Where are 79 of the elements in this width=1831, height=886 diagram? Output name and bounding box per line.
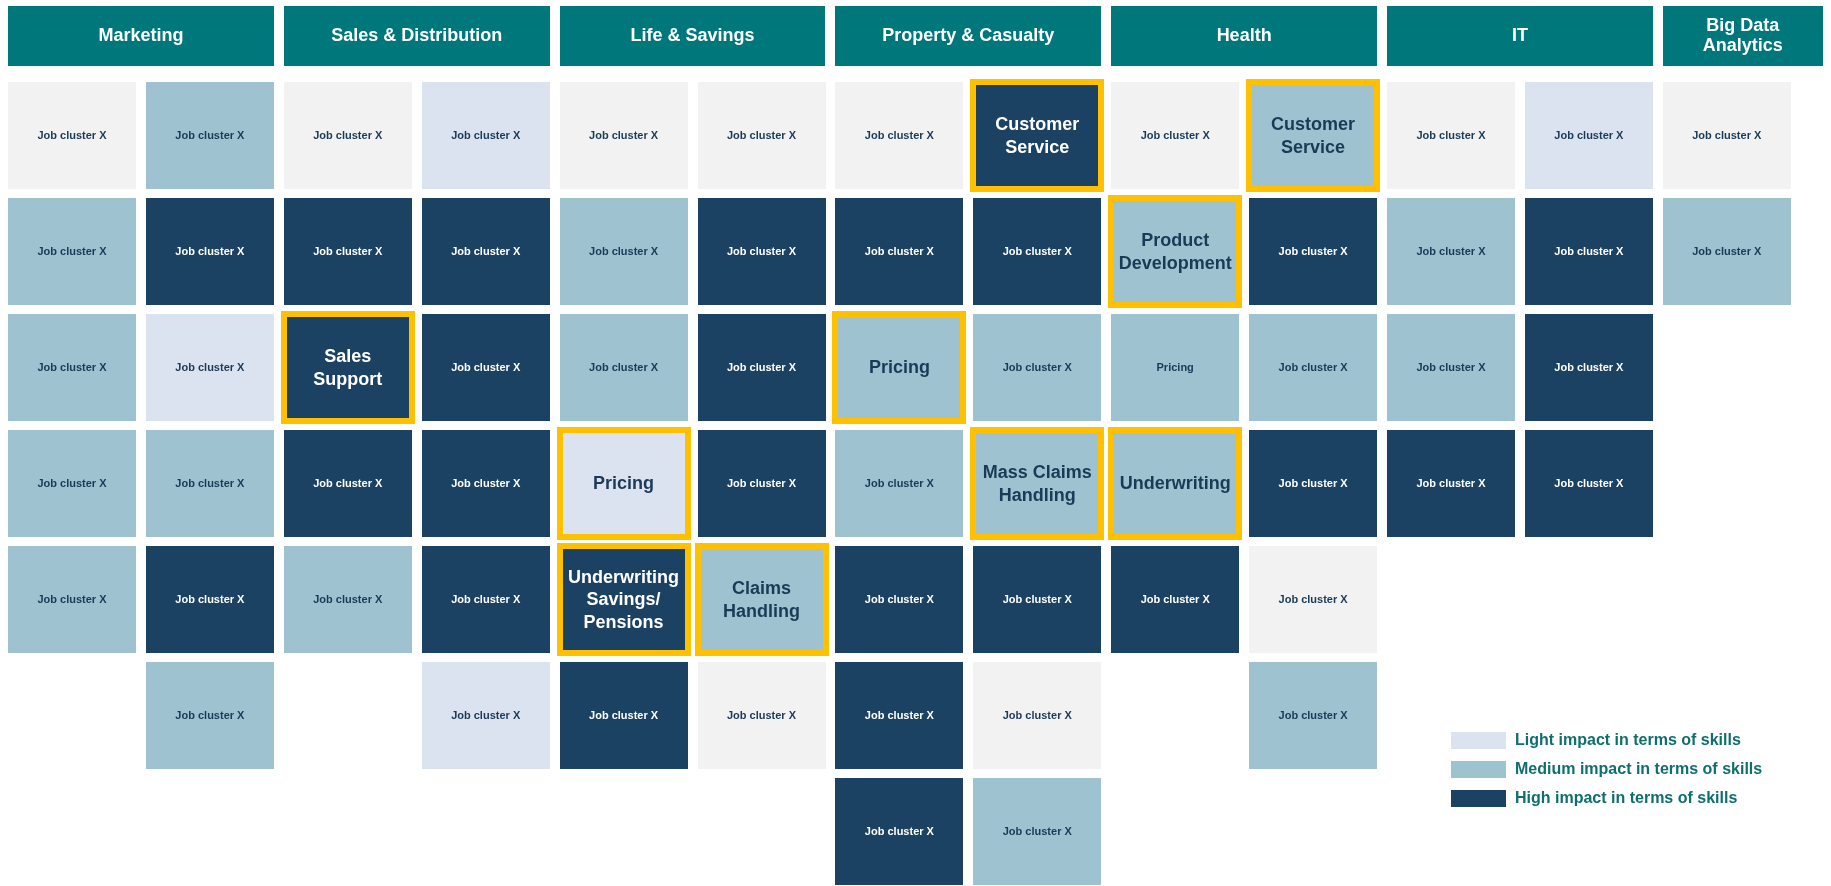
job-tile: Job cluster X	[283, 82, 412, 189]
job-tile: Job cluster X	[973, 662, 1102, 769]
job-tile: Job cluster X	[1249, 198, 1378, 305]
job-tile: Job cluster X	[697, 198, 826, 305]
highlighted-job-tile: Sales Support	[280, 311, 415, 424]
highlighted-job-tile: Underwriting Savings/ Pensions	[556, 543, 691, 656]
job-tile: Job cluster X	[421, 546, 550, 653]
job-tile: Job cluster X	[1387, 314, 1515, 421]
legend-label: Light impact in terms of skills	[1515, 731, 1741, 749]
job-tile: Job cluster X	[697, 430, 826, 537]
job-tile: Job cluster X	[8, 546, 136, 653]
job-tile: Job cluster X	[973, 546, 1102, 653]
job-tile: Job cluster X	[283, 198, 412, 305]
department-header: Marketing	[8, 6, 274, 66]
job-tile: Job cluster X	[835, 82, 964, 189]
job-tile: Job cluster X	[145, 198, 274, 305]
department-header: Big Data Analytics	[1662, 6, 1823, 66]
highlighted-job-tile: Claims Handling	[694, 543, 829, 656]
job-tile: Job cluster X	[1662, 82, 1791, 189]
job-tile: Job cluster X	[421, 430, 550, 537]
department-header: IT	[1387, 6, 1653, 66]
job-tile: Job cluster X	[8, 430, 136, 537]
department-header: Property & Casualty	[835, 6, 1102, 66]
job-tile: Job cluster X	[1111, 82, 1240, 189]
job-tile: Job cluster X	[1524, 314, 1653, 421]
job-tile: Job cluster X	[1524, 430, 1653, 537]
job-tile: Job cluster X	[1249, 314, 1378, 421]
job-tile: Job cluster X	[145, 82, 274, 189]
job-tile: Job cluster X	[145, 546, 274, 653]
job-tile: Job cluster X	[973, 198, 1102, 305]
legend-label: High impact in terms of skills	[1515, 789, 1738, 807]
job-tile: Job cluster X	[835, 198, 964, 305]
job-tile: Job cluster X	[145, 430, 274, 537]
legend-label: Medium impact in terms of skills	[1515, 760, 1763, 778]
department-header: Health	[1111, 6, 1378, 66]
job-tile: Job cluster X	[559, 314, 688, 421]
job-tile: Job cluster X	[1387, 82, 1515, 189]
job-tile: Job cluster X	[835, 546, 964, 653]
department-header: Life & Savings	[559, 6, 826, 66]
job-tile: Job cluster X	[421, 314, 550, 421]
job-tile: Job cluster X	[1249, 430, 1378, 537]
job-tile: Job cluster X	[559, 662, 688, 769]
highlighted-job-tile: Pricing	[556, 427, 691, 540]
job-tile: Job cluster X	[973, 314, 1102, 421]
job-tile: Job cluster X	[1111, 546, 1240, 653]
job-tile: Pricing	[1111, 314, 1240, 421]
job-tile: Job cluster X	[421, 198, 550, 305]
job-tile: Job cluster X	[1249, 662, 1378, 769]
job-tile: Job cluster X	[697, 662, 826, 769]
job-tile: Job cluster X	[421, 82, 550, 189]
highlighted-job-tile: Mass Claims Handling	[970, 427, 1105, 540]
job-tile: Job cluster X	[1387, 430, 1515, 537]
job-tile: Job cluster X	[697, 82, 826, 189]
job-tile: Job cluster X	[1387, 198, 1515, 305]
job-tile: Job cluster X	[835, 430, 964, 537]
department-header: Sales & Distribution	[283, 6, 550, 66]
job-tile: Job cluster X	[145, 662, 274, 769]
job-tile: Job cluster X	[8, 82, 136, 189]
job-tile: Job cluster X	[1662, 198, 1791, 305]
job-tile: Job cluster X	[559, 198, 688, 305]
job-tile: Job cluster X	[8, 198, 136, 305]
highlighted-job-tile: Product Development	[1108, 195, 1243, 308]
job-tile: Job cluster X	[835, 662, 964, 769]
highlighted-job-tile: Customer Service	[970, 79, 1105, 192]
job-tile: Job cluster X	[421, 662, 550, 769]
job-tile: Job cluster X	[973, 778, 1102, 885]
job-tile: Job cluster X	[835, 778, 964, 885]
job-tile: Job cluster X	[697, 314, 826, 421]
job-tile: Job cluster X	[283, 546, 412, 653]
highlighted-job-tile: Pricing	[832, 311, 967, 424]
job-tile: Job cluster X	[8, 314, 136, 421]
job-tile: Job cluster X	[1249, 546, 1378, 653]
job-tile: Job cluster X	[559, 82, 688, 189]
job-tile: Job cluster X	[283, 430, 412, 537]
job-tile: Job cluster X	[1524, 82, 1653, 189]
highlighted-job-tile: Customer Service	[1246, 79, 1381, 192]
highlighted-job-tile: Underwriting	[1108, 427, 1243, 540]
job-tile: Job cluster X	[1524, 198, 1653, 305]
job-tile: Job cluster X	[145, 314, 274, 421]
